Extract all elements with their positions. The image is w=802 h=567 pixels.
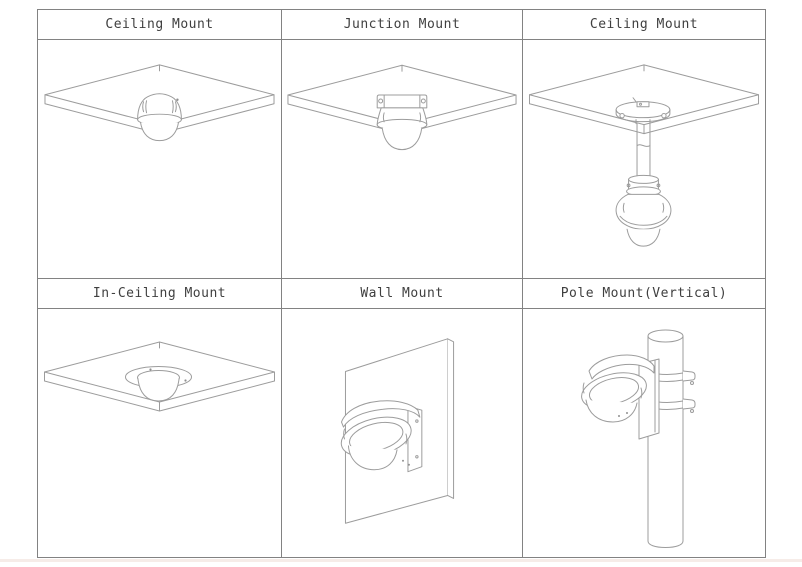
wall-mount-diagram [282, 309, 523, 557]
flush-dome-camera-icon [125, 366, 192, 402]
wall-bracket-camera-icon [340, 400, 423, 473]
in-ceiling-mount-drawing [44, 341, 275, 412]
pendant-bracket-camera-icon [615, 97, 672, 247]
dome-camera-icon [137, 93, 182, 142]
page-bottom-divider [0, 559, 802, 562]
mount-label-ceiling-mount-1: Ceiling Mount [38, 10, 282, 40]
junction-box-camera-icon [376, 94, 428, 151]
ceiling-panel-icon [528, 64, 760, 135]
mount-label-junction-mount: Junction Mount [282, 10, 523, 40]
in-ceiling-mount-diagram [38, 309, 282, 557]
mount-diagram-table: Ceiling Mount Junction Mount Ceiling Mou… [37, 9, 766, 558]
pole-mount-diagram [523, 309, 765, 557]
wall-mount-drawing [340, 338, 455, 524]
mount-label-wall-mount: Wall Mount [282, 279, 523, 309]
junction-mount-diagram [282, 40, 523, 279]
pendant-ceiling-mount-diagram [523, 40, 765, 279]
pole-mount-drawing [581, 329, 696, 548]
pole-bracket-camera-icon [581, 354, 660, 440]
junction-mount-drawing [287, 64, 517, 151]
mount-label-in-ceiling-mount: In-Ceiling Mount [38, 279, 282, 309]
ceiling-mount-drawing [44, 64, 275, 142]
mount-label-ceiling-mount-2: Ceiling Mount [523, 10, 765, 40]
pendant-ceiling-mount-drawing [528, 64, 760, 247]
mount-label-pole-mount-vertical: Pole Mount(Vertical) [523, 279, 765, 309]
ceiling-mount-diagram [38, 40, 282, 279]
